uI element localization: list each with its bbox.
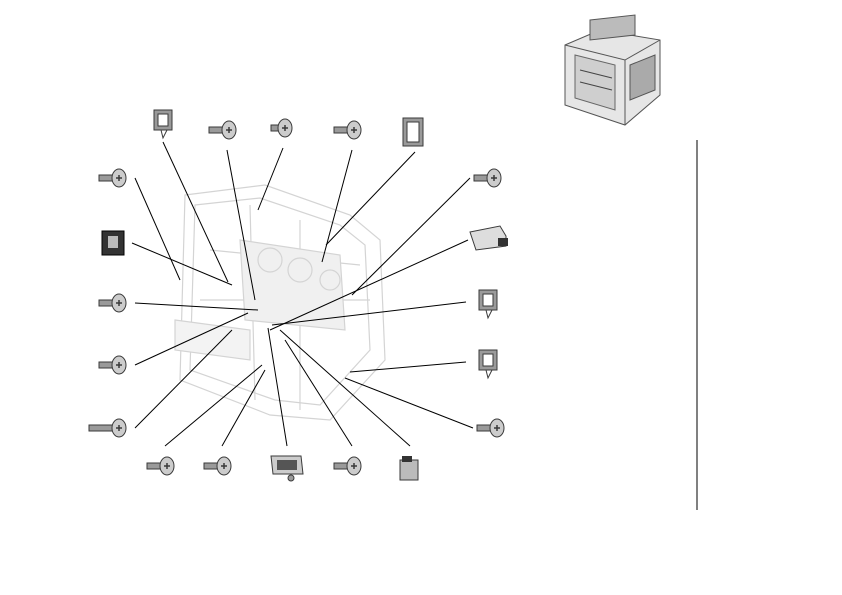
leader-line (344, 377, 474, 429)
leader-line (226, 149, 256, 301)
small-screw-icon (203, 456, 232, 476)
leader-line (325, 151, 416, 246)
chassis-frame (174, 184, 386, 421)
screw-icon (98, 168, 127, 188)
screw-icon (476, 418, 505, 438)
screw-icon (146, 456, 175, 476)
connector-icon (101, 230, 125, 256)
leader-line (131, 242, 233, 286)
screw-icon (98, 355, 127, 375)
leader-line (134, 177, 181, 281)
leader-line (271, 301, 467, 326)
screw-icon (333, 120, 362, 140)
bracket-box-icon (270, 455, 304, 482)
screw-icon (333, 456, 362, 476)
leader-line (134, 329, 233, 429)
leader-line (221, 369, 266, 447)
short-screw-icon (270, 118, 293, 138)
leader-line (164, 364, 263, 447)
assembly-thumbnail (564, 14, 661, 126)
cable-clip-icon (478, 349, 498, 380)
leader-line (134, 312, 249, 366)
leader-line (134, 302, 259, 311)
leader-line (351, 177, 471, 296)
leader-line (267, 327, 288, 447)
holder-icon (399, 456, 419, 481)
leader-lines (131, 141, 474, 447)
cable-clip-icon (478, 289, 498, 320)
leader-line (279, 329, 411, 447)
leader-line (162, 141, 229, 283)
latch-icon (469, 225, 508, 251)
screw-icon (98, 293, 127, 313)
screw-icon (473, 168, 502, 188)
leader-line (349, 361, 467, 373)
parts (88, 109, 508, 482)
bracket-icon (402, 117, 424, 147)
leader-line (269, 239, 469, 331)
cable-clip-icon (153, 109, 173, 140)
screw-icon (208, 120, 237, 140)
leader-line (284, 339, 353, 447)
leader-line (257, 147, 284, 211)
long-screw-icon (88, 418, 127, 438)
